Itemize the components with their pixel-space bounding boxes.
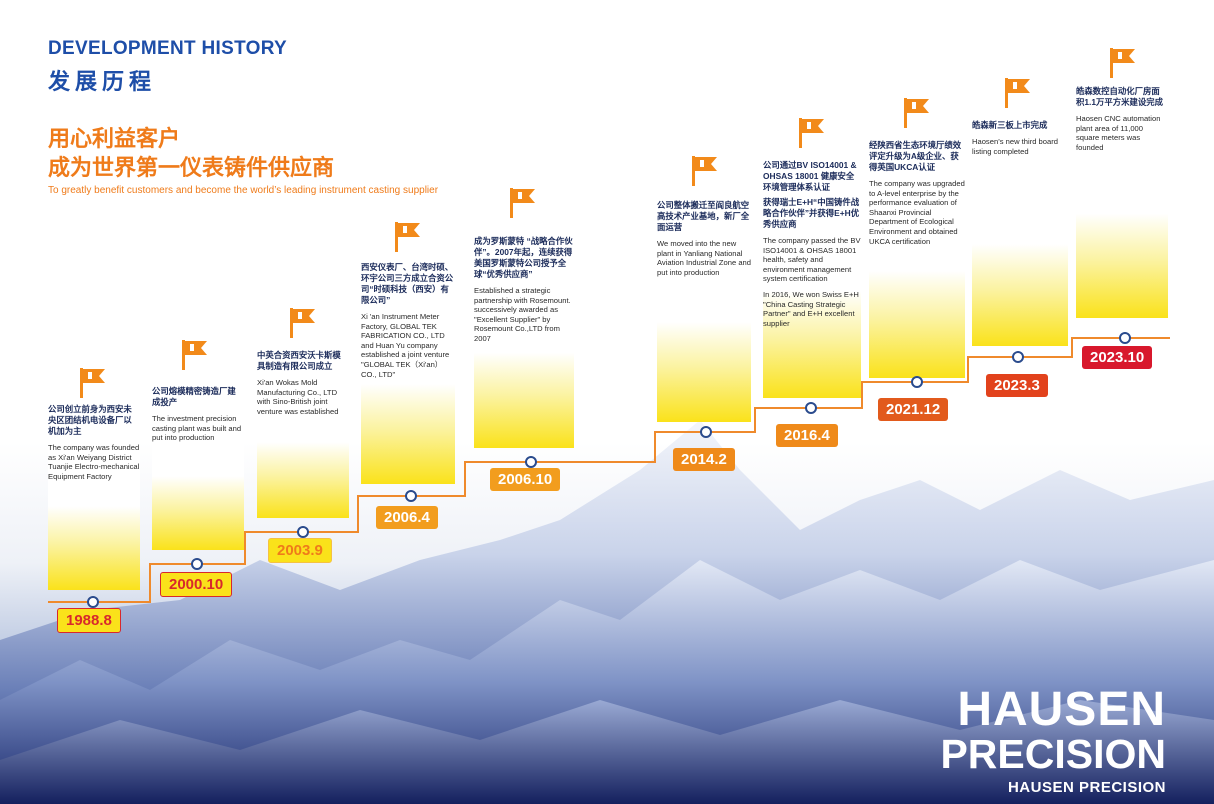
timeline-dot — [911, 376, 923, 388]
milestone-text-zh: 公司通过BV ISO14001 & OHSAS 18001 健康安全环境管理体系… — [763, 160, 857, 192]
timeline-dot — [805, 402, 817, 414]
milestone-text-zh: 皓森新三板上市完成 — [972, 120, 1048, 130]
milestone-text-en: Established a strategic partnership with… — [474, 286, 571, 343]
milestone-card: 皓森新三板上市完成 Haosen’s new third board listi… — [972, 120, 1068, 346]
milestone-card: 中英合资西安沃卡斯模具制造有限公司成立 Xi'an Wokas Mold Man… — [257, 350, 349, 518]
slogan-line-2: 成为世界第一仪表铸件供应商 — [48, 155, 335, 180]
flag-icon — [904, 98, 929, 128]
milestone-text-en: The investment precision casting plant w… — [152, 414, 242, 443]
flag-icon — [1110, 48, 1135, 78]
milestone-card: 经陕西省生态环境厅绩效评定升级为A级企业、获得英国UKCA认证 The comp… — [869, 140, 965, 378]
year-badge: 2023.3 — [986, 374, 1048, 397]
milestone-card: 公司整体搬迁至阎良航空高技术产业基地，新厂全面运营 We moved into … — [657, 200, 751, 422]
year-badge: 2000.10 — [160, 572, 233, 597]
flag-icon — [692, 156, 717, 186]
milestone-text-zh: 成为罗斯蒙特 “战略合作伙伴”。2007年起，连续获得美国罗斯蒙特公司授予全球“… — [474, 236, 573, 279]
year-badge: 2006.10 — [490, 468, 561, 491]
brand-line-3: HAUSEN PRECISION — [1007, 779, 1166, 796]
brand-line-1: HAUSEN — [957, 683, 1166, 736]
milestone-text-zh: 中英合资西安沃卡斯模具制造有限公司成立 — [257, 350, 341, 371]
slogan-en: To greatly benefit customers and become … — [48, 185, 439, 196]
title-en: DEVELOPMENT HISTORY — [48, 38, 288, 59]
milestone-text-en: Xi'an Wokas Mold Manufacturing Co., LTD … — [257, 378, 339, 416]
milestone-card: 西安仪表厂、台湾时硕、环宇公司三方成立合资公司“时硕科技（西安）有限公司” Xi… — [361, 262, 455, 484]
milestone-text-en-2: In 2016, We won Swiss E+H "China Casting… — [763, 289, 859, 328]
slogan-line-1: 用心利益客户 — [48, 126, 181, 151]
title-zh: 发展历程 — [48, 69, 157, 94]
flag-icon — [510, 188, 535, 218]
slogan: 用心利益客户 成为世界第一仪表铸件供应商 To greatly benefit … — [48, 124, 438, 196]
milestone-text-zh: 公司整体搬迁至阎良航空高技术产业基地，新厂全面运营 — [657, 200, 750, 232]
timeline-dot — [297, 526, 309, 538]
milestone-card: 皓森数控自动化厂房面积1.1万平方米建设完成 Haosen CNC automa… — [1076, 86, 1168, 318]
year-badge: 2016.4 — [776, 424, 838, 447]
flag-icon — [395, 222, 420, 252]
header: DEVELOPMENT HISTORY 发展历程 — [48, 38, 287, 96]
milestone-card: 公司熔模精密铸造厂建成投产 The investment precision c… — [152, 386, 244, 550]
milestone-text-en: The company passed the BV ISO14001 & OHS… — [763, 236, 861, 284]
flag-icon — [182, 340, 207, 370]
timeline-dot — [191, 558, 203, 570]
timeline-dot — [700, 426, 712, 438]
flag-icon — [1005, 78, 1030, 108]
timeline-dot — [1119, 332, 1131, 344]
year-badge: 2006.4 — [376, 506, 438, 529]
milestone-text-zh: 公司创立前身为西安未央区团结机电设备厂以机加为主 — [48, 404, 132, 436]
timeline-dot — [525, 456, 537, 468]
milestone-text-zh: 经陕西省生态环境厅绩效评定升级为A级企业、获得英国UKCA认证 — [869, 140, 962, 172]
flag-icon — [80, 368, 105, 398]
milestone-text-zh: 皓森数控自动化厂房面积1.1万平方米建设完成 — [1076, 86, 1164, 107]
milestone-text-en: Xi 'an Instrument Meter Factory, GLOBAL … — [361, 312, 450, 379]
brand-logo: HAUSEN PRECISION HAUSEN PRECISION — [940, 683, 1166, 797]
milestone-text-en: The company was founded as Xi'an Weiyang… — [48, 443, 140, 481]
milestone-text-en: Haosen CNC automation plant area of 11,0… — [1076, 114, 1161, 152]
timeline-dot — [87, 596, 99, 608]
milestone-text-en: We moved into the new plant in Yanliang … — [657, 239, 751, 277]
year-badge: 1988.8 — [57, 608, 121, 633]
milestone-card: 公司通过BV ISO14001 & OHSAS 18001 健康安全环境管理体系… — [763, 160, 861, 398]
milestone-card: 公司创立前身为西安未央区团结机电设备厂以机加为主 The company was… — [48, 404, 140, 590]
milestone-text-zh: 西安仪表厂、台湾时硕、环宇公司三方成立合资公司“时硕科技（西安）有限公司” — [361, 262, 454, 305]
brand-line-2: PRECISION — [940, 731, 1166, 777]
milestone-text-en: The company was upgraded to A-level ente… — [869, 179, 965, 246]
milestone-text-en: Haosen’s new third board listing complet… — [972, 137, 1058, 156]
flag-icon — [290, 308, 315, 338]
year-badge: 2023.10 — [1082, 346, 1153, 369]
year-badge: 2003.9 — [268, 538, 332, 563]
timeline-dot — [1012, 351, 1024, 363]
year-badge: 2014.2 — [673, 448, 735, 471]
milestone-text-zh-2: 获得瑞士E+H“中国铸件战略合作伙伴”并获得E+H优秀供应商 — [763, 197, 860, 229]
year-badge: 2021.12 — [878, 398, 949, 421]
timeline-dot — [405, 490, 417, 502]
flag-icon — [799, 118, 824, 148]
milestone-text-zh: 公司熔模精密铸造厂建成投产 — [152, 386, 236, 407]
milestone-card: 成为罗斯蒙特 “战略合作伙伴”。2007年起，连续获得美国罗斯蒙特公司授予全球“… — [474, 236, 574, 448]
